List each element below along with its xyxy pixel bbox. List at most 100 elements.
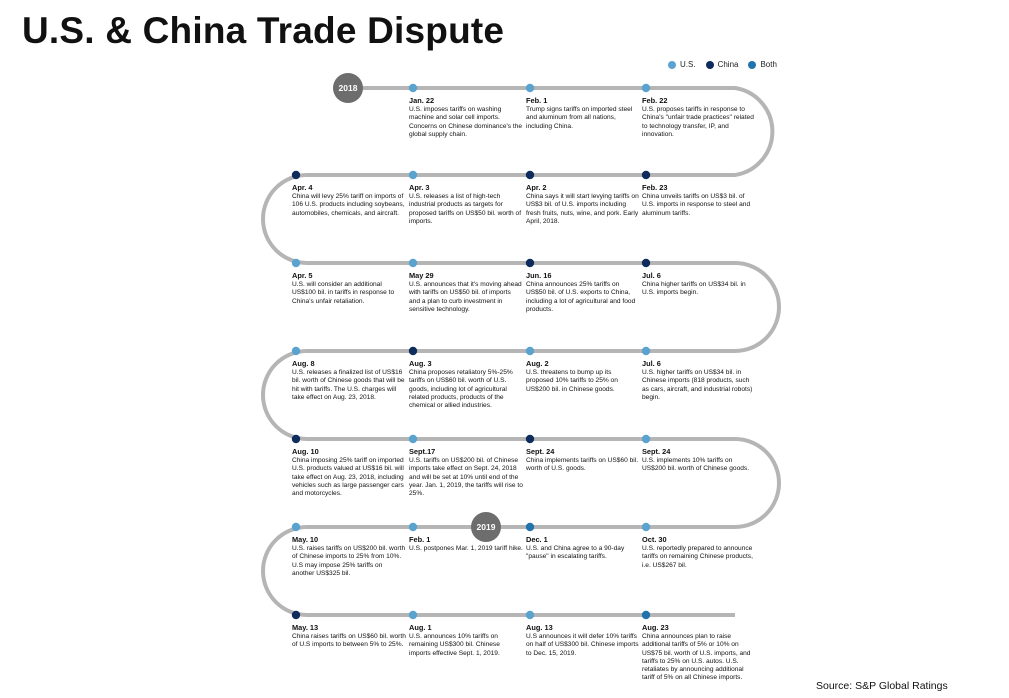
event-date: Aug. 2 (526, 359, 549, 368)
event-description: U.S. will consider an additional US$100 … (292, 281, 395, 305)
year-label: 2018 (339, 83, 358, 93)
event-description: U.S. announces 10% tariffs on remaining … (409, 633, 500, 657)
event-dot (525, 434, 535, 444)
event-date: Apr. 4 (292, 183, 313, 192)
legend-label: U.S. (680, 60, 696, 69)
event-date: Apr. 3 (409, 183, 430, 192)
event-date: May. 13 (292, 623, 319, 632)
source-note: Source: S&P Global Ratings (816, 680, 948, 692)
event-date: Aug. 8 (292, 359, 315, 368)
event-dot (525, 170, 535, 180)
event-description: U.S. threatens to bump up its proposed 1… (526, 369, 618, 393)
event-dot (641, 434, 651, 444)
event-dot (408, 258, 418, 268)
event-dot (291, 346, 301, 356)
event-dot (408, 434, 418, 444)
event-dot (525, 258, 535, 268)
event-date: Jul. 6 (642, 359, 661, 368)
legend-item-china: China (705, 60, 739, 69)
event-date: Jul. 6 (642, 271, 661, 280)
legend: U.S. China Both (668, 60, 777, 69)
event-dot (408, 610, 418, 620)
event-date: Sept.17 (409, 447, 436, 456)
event-date: Jan. 22 (409, 96, 435, 105)
event-description: U.S. postpones Mar. 1, 2019 tariff hike. (409, 545, 523, 553)
event-dot (408, 346, 418, 356)
event-dot (408, 170, 418, 180)
event-date: Jun. 16 (526, 271, 552, 280)
event-description: U.S. proposes tariffs in response to Chi… (642, 106, 754, 138)
event-date: Oct. 30 (642, 535, 667, 544)
page-title: U.S. & China Trade Dispute (22, 10, 505, 51)
legend-item-both: Both (748, 60, 777, 69)
event-date: Dec. 1 (526, 535, 548, 544)
legend-dot-icon (748, 60, 757, 69)
event-dot (525, 83, 535, 93)
event-description: U.S. releases a finalized list of US$16 … (292, 369, 405, 401)
event-description: U.S. and China agree to a 90-day "pause"… (526, 545, 625, 561)
event-description: U.S. raises tariffs on US$200 bil. worth… (292, 545, 406, 577)
event-description: U.S. reportedly prepared to announce tar… (642, 545, 753, 569)
event-dot (291, 170, 301, 180)
event-description: China imposing 25% tariff on imported U.… (292, 457, 404, 498)
event-description: U.S announces it will defer 10% tariffs … (526, 633, 639, 657)
year-marker-2019 (471, 512, 501, 542)
event-description: China raises tariffs on US$60 bil. worth… (292, 633, 406, 649)
event-dot (291, 522, 301, 532)
event-dot (525, 346, 535, 356)
event-description: China proposes retaliatory 5%-25% tariff… (409, 369, 513, 410)
event-dot (641, 346, 651, 356)
event-dot (641, 83, 651, 93)
event-description: U.S. announces that it's moving ahead wi… (409, 281, 522, 313)
event-description: China implements tariffs on US$60 bil. w… (526, 457, 639, 473)
event-dot (525, 522, 535, 532)
event-dot (291, 434, 301, 444)
event-dot (291, 610, 301, 620)
event-date: Feb. 1 (409, 535, 431, 544)
event-date: Sept. 24 (526, 447, 555, 456)
event-description: Trump signs tariffs on imported steel an… (526, 106, 633, 130)
legend-dot-icon (705, 60, 714, 69)
legend-dot-icon (668, 60, 676, 69)
timeline-track (261, 86, 781, 617)
event-description: U.S. implements 10% tariffs on US$200 bi… (642, 457, 750, 473)
event-date: Aug. 3 (409, 359, 432, 368)
event-date: Apr. 5 (292, 271, 313, 280)
event-description: U.S. tariffs on US$200 bil. of Chinese i… (409, 457, 523, 498)
event-date: Feb. 1 (526, 96, 548, 105)
event-description: China will levy 25% tariff on imports of… (292, 193, 405, 217)
legend-label: China (717, 60, 739, 69)
event-date: Feb. 22 (642, 96, 668, 105)
event-description: China says it will start levying tariffs… (526, 193, 639, 225)
legend-item-us: U.S. (668, 60, 696, 69)
event-date: Feb. 23 (642, 183, 668, 192)
event-date: May. 10 (292, 535, 319, 544)
year-marker-2018 (333, 73, 363, 103)
event-date: Aug. 13 (526, 623, 553, 632)
event-description: China announces plan to raise additional… (642, 633, 751, 682)
legend-label: Both (760, 60, 777, 69)
event-description: China unveils tariffs on US$3 bil. of U.… (642, 193, 751, 217)
event-dot (408, 522, 418, 532)
event-date: Sept. 24 (642, 447, 671, 456)
